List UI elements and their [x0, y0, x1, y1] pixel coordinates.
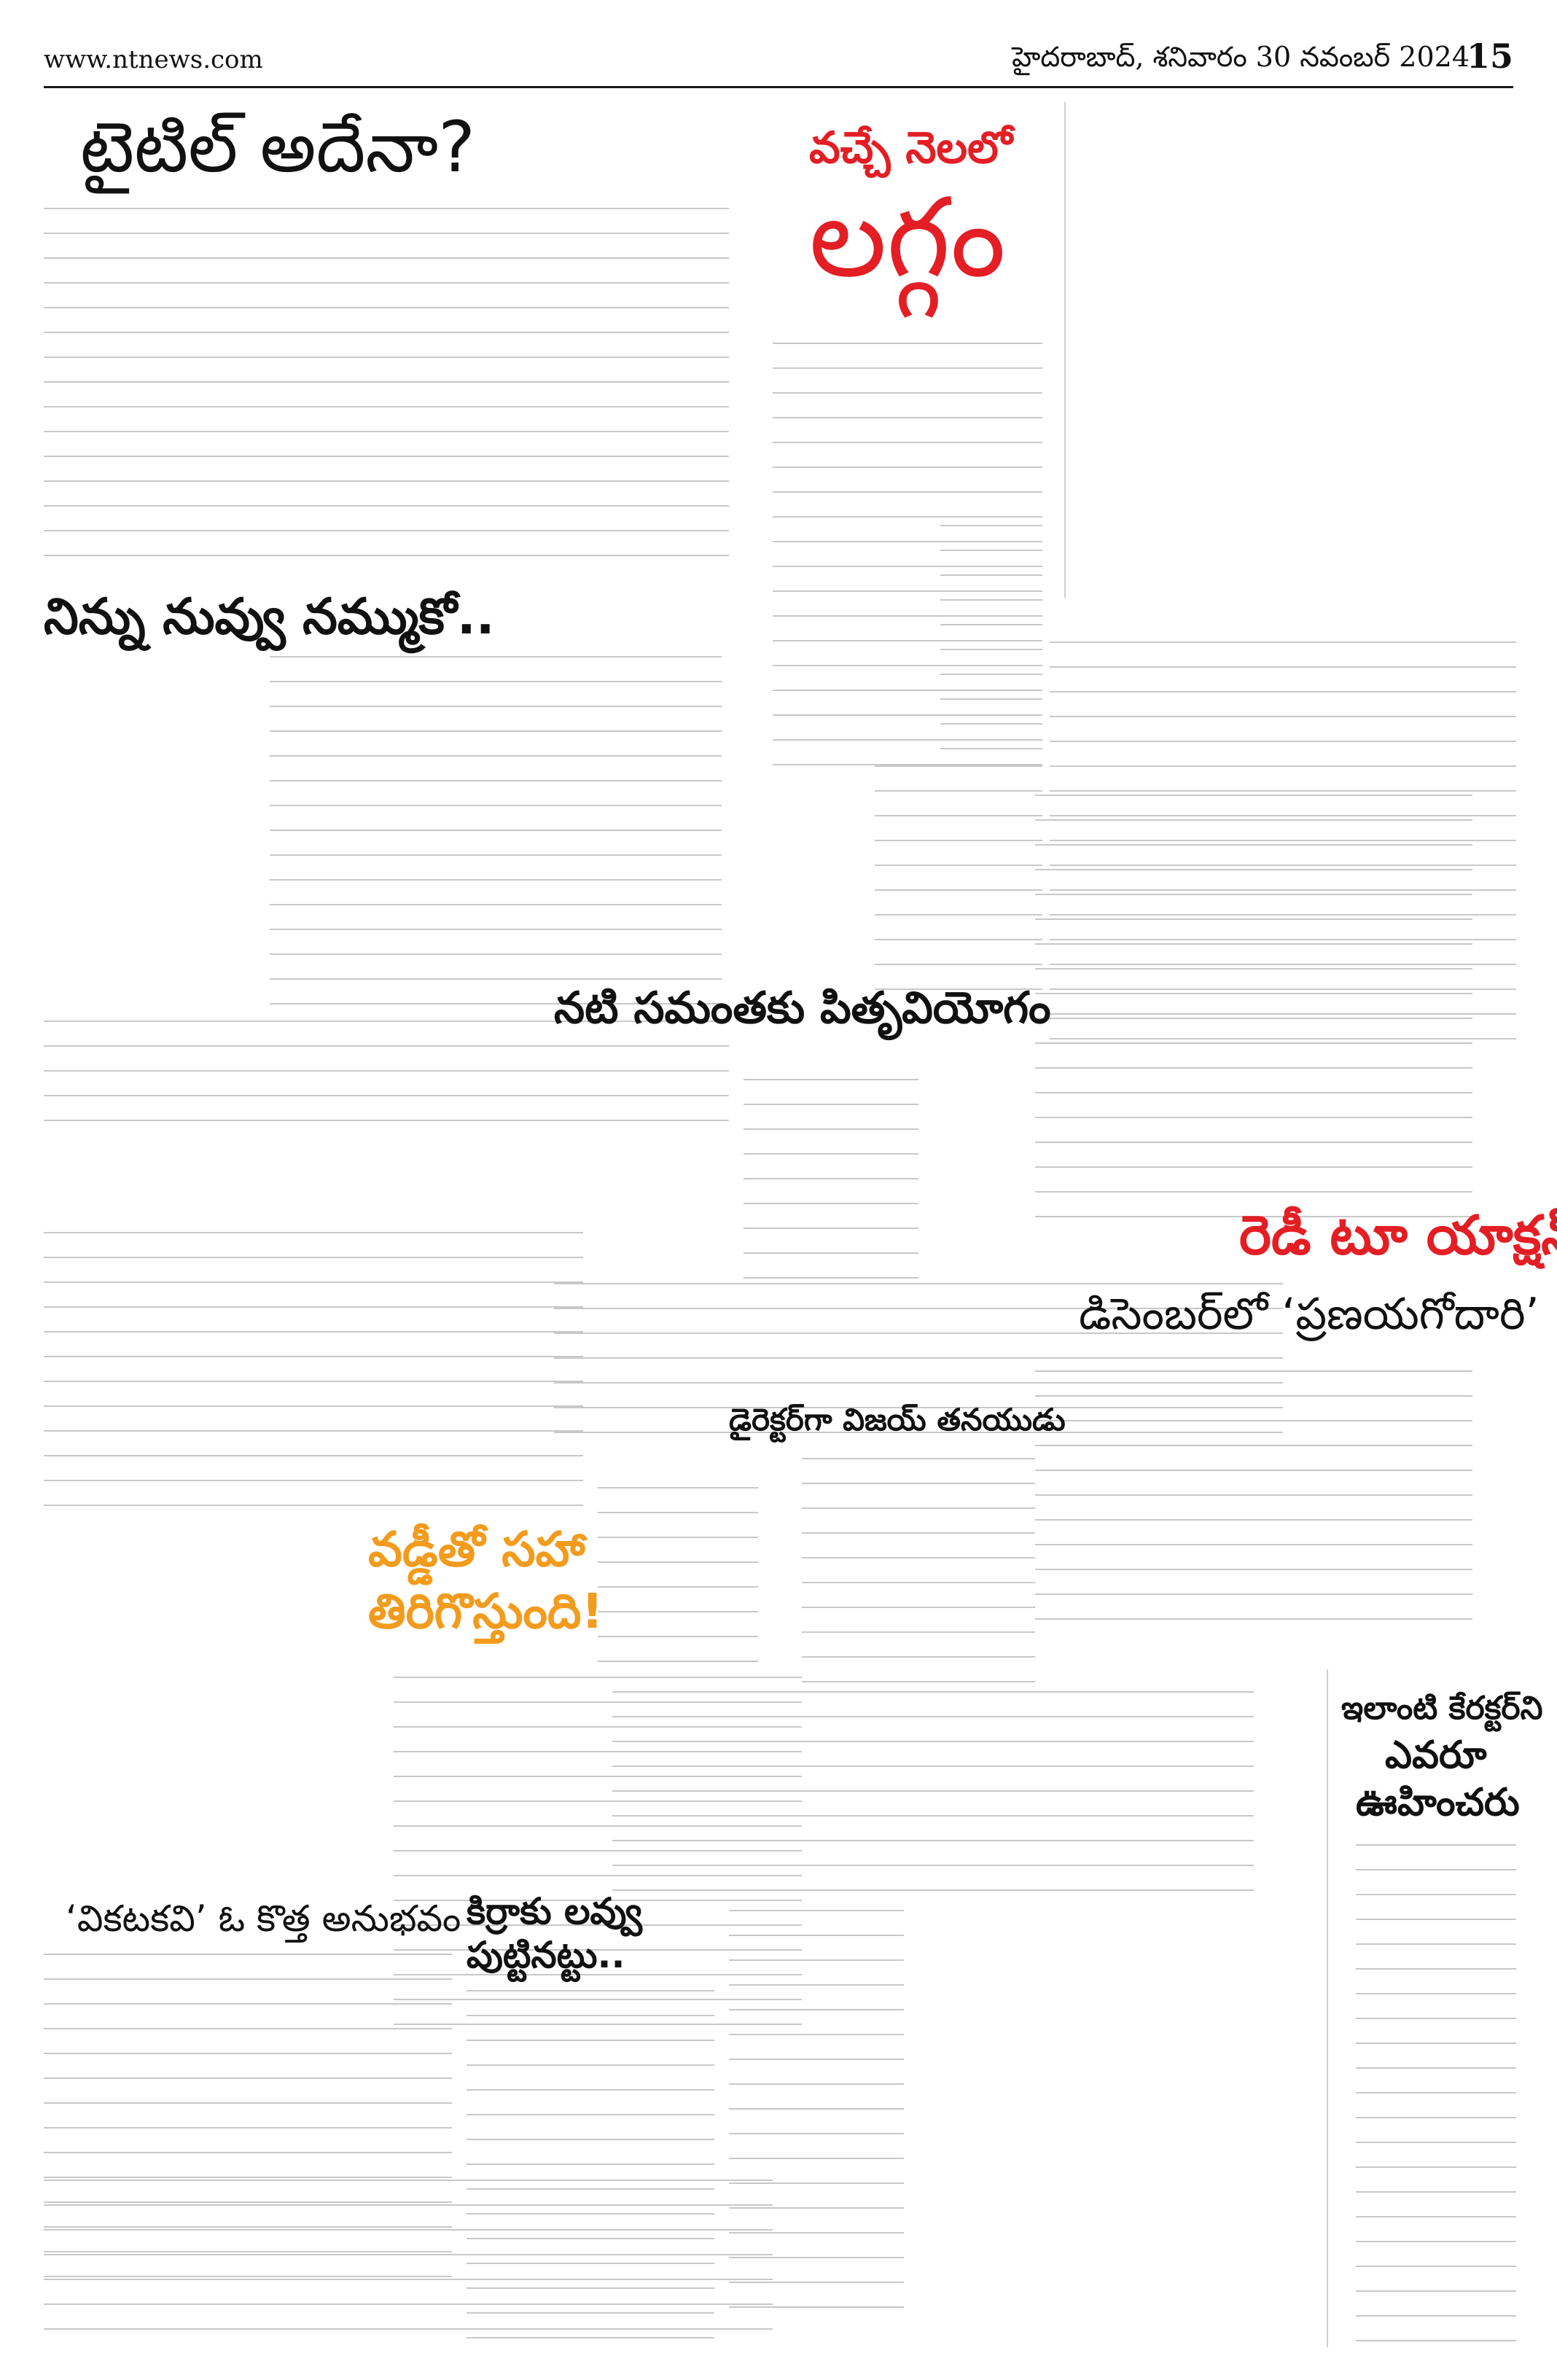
headline-kirraku: కిర్రాకు లవ్వు: [467, 1890, 642, 1932]
article-body-11b: [44, 2180, 773, 2340]
article-body-12: [467, 1990, 714, 2340]
headline-pranayagodari: డిసెంబర్‌లో ‘ప్రణయగోదారి’: [1079, 1289, 1540, 1340]
site-url[interactable]: www.ntnews.com: [44, 45, 263, 74]
headline-title-adena: టైటిల్ అదేనా?: [80, 106, 476, 188]
headline-tirigostundi: తిరిగొస్తుంది!: [368, 1583, 604, 1639]
article-body-7b: [598, 1487, 758, 1684]
headline-ninnu-nuvvu: నిన్ను నువ్వు నమ్ముకో..: [44, 588, 495, 646]
article-body-10: [1356, 1844, 1516, 2354]
article-body-9a: [802, 1458, 1035, 1691]
article-body-3b: [44, 1021, 729, 1123]
article-body-7c: [394, 1677, 802, 2026]
headline-ready-to-action: రెడీ టూ యాక్షన్: [1239, 1204, 1557, 1267]
headline-vaddito-saha: వడ్డీతో సహా: [368, 1521, 585, 1577]
headline-oohincharu: ఊహించరు: [1356, 1781, 1520, 1825]
article-body-3a: [270, 656, 722, 1021]
article-body-2b: [875, 765, 1042, 1006]
dateline: హైదరాబాద్, శనివారం 30 నవంబర్ 2024: [1012, 41, 1470, 73]
article-body-2a: [773, 343, 1042, 765]
article-body-4: [1050, 641, 1516, 1050]
page-number: 15: [1466, 36, 1513, 76]
headline-evaru: ఎవరూ: [1385, 1733, 1487, 1777]
article-body-7a: [44, 1232, 583, 1523]
article-body-8: [1035, 1370, 1472, 1633]
kicker-vacche-nelalo: వచ్చే నెలలో: [809, 122, 1012, 173]
headline-laggam: లగ్గం: [809, 175, 1006, 302]
article-body-5a: [744, 1079, 918, 1283]
headline-puttinattu: పుట్టినట్టు..: [467, 1934, 625, 1976]
article-body-11a: [44, 1954, 452, 2289]
article-body-6: [1035, 795, 1472, 1217]
article-body-9b: [612, 1691, 1254, 1910]
header-rule: [44, 86, 1513, 88]
article-body-2c: [940, 525, 1042, 765]
headline-ilanti-character: ఇలాంటి కేరక్టర్‌ని: [1341, 1690, 1543, 1727]
article-body-5b: [554, 1283, 1283, 1451]
article-body-13: [729, 1910, 904, 2325]
headline-samantha: నటి సమంతకు పితృవియోగం: [554, 983, 1051, 1034]
column-divider: [1327, 1669, 1328, 2347]
headline-vikatakavi: ‘వికటకవి’ ఓ కొత్త అనుభవం: [66, 1897, 461, 1940]
headline-director-vijay: డైరెక్టర్‌గా విజయ్ తనయుడు: [729, 1402, 1066, 1437]
column-divider: [1064, 102, 1066, 598]
article-body-1: [44, 208, 729, 558]
